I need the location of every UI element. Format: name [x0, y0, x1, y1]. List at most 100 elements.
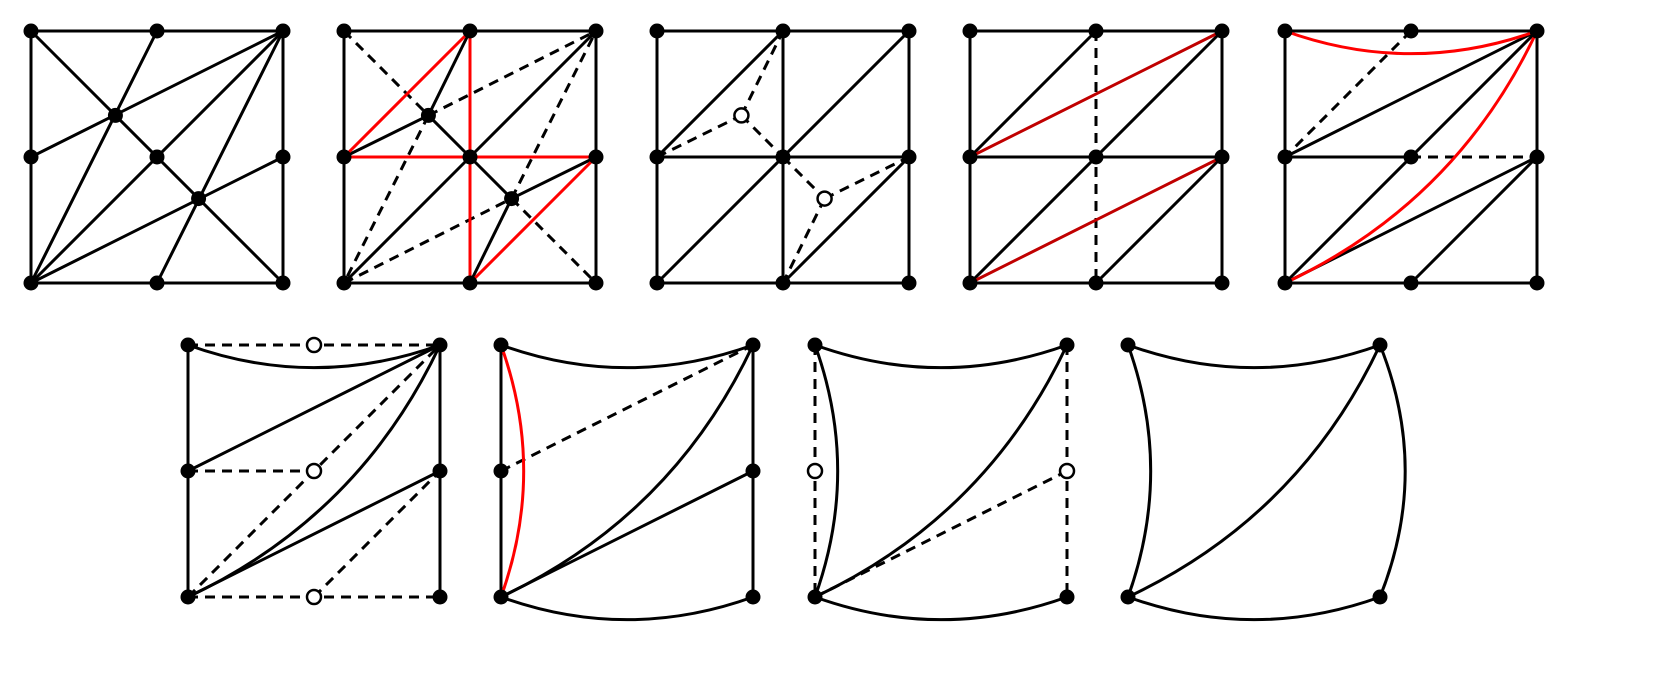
- vertex: [504, 191, 520, 207]
- panel-8: [806, 337, 1076, 622]
- vertex: [149, 23, 165, 39]
- vertex: [23, 23, 39, 39]
- removed-vertex: [1058, 462, 1076, 480]
- vertex: [1403, 149, 1419, 165]
- edge: [427, 114, 472, 159]
- edge: [500, 344, 755, 599]
- edge: [1284, 29, 1538, 159]
- dashed-edge: [510, 30, 598, 200]
- removed-vertex: [305, 336, 323, 354]
- edge: [1409, 155, 1539, 285]
- vertex: [1403, 275, 1419, 291]
- edge: [510, 155, 597, 200]
- edge: [1127, 343, 1381, 370]
- vertex: [462, 149, 478, 165]
- vertex: [649, 275, 665, 291]
- edge: [813, 344, 840, 598]
- vertex: [420, 107, 436, 123]
- highlighted-edge: [1284, 30, 1539, 285]
- removed-vertex: [305, 588, 323, 606]
- panel-5: [1277, 23, 1545, 291]
- edge: [342, 155, 472, 285]
- vertex: [149, 149, 165, 165]
- edge: [468, 197, 513, 284]
- removed-vertex: [305, 462, 323, 480]
- edge: [1127, 344, 1382, 599]
- vertex: [962, 275, 978, 291]
- vertex: [807, 589, 823, 605]
- dashed-edge: [781, 197, 826, 284]
- vertex: [1277, 23, 1293, 39]
- vertex: [901, 275, 917, 291]
- vertex: [775, 23, 791, 39]
- vertex: [336, 149, 352, 165]
- vertex: [1403, 23, 1419, 39]
- edge: [1127, 595, 1381, 622]
- edge: [187, 469, 441, 599]
- dashed-edge: [343, 197, 513, 285]
- vertex: [1372, 589, 1388, 605]
- dashed-edge: [781, 155, 826, 200]
- vertex: [336, 23, 352, 39]
- edge: [500, 595, 754, 622]
- panel-2: [336, 23, 604, 291]
- vertex: [23, 275, 39, 291]
- edge: [468, 155, 513, 200]
- vertex: [149, 275, 165, 291]
- edge: [968, 29, 1098, 159]
- dashed-edge: [500, 343, 754, 473]
- dashed-edge: [814, 469, 1068, 599]
- highlighted-edge: [969, 29, 1223, 159]
- edge: [500, 343, 754, 370]
- vertex: [1120, 589, 1136, 605]
- vertex: [1059, 589, 1075, 605]
- dashed-edge: [656, 114, 743, 159]
- vertex: [180, 463, 196, 479]
- vertex: [275, 275, 291, 291]
- vertex: [588, 149, 604, 165]
- edge: [187, 343, 441, 473]
- vertex: [807, 337, 823, 353]
- vertex: [493, 463, 509, 479]
- edge: [655, 29, 785, 159]
- vertex: [1277, 275, 1293, 291]
- edge: [468, 29, 598, 159]
- vertex: [1120, 337, 1136, 353]
- vertex: [1214, 275, 1230, 291]
- vertex: [1529, 149, 1545, 165]
- vertex: [745, 589, 761, 605]
- vertex: [107, 107, 123, 123]
- vertex: [191, 191, 207, 207]
- panel-3: [649, 23, 917, 291]
- vertex: [23, 149, 39, 165]
- removed-vertex: [733, 107, 750, 124]
- vertex: [493, 589, 509, 605]
- vertex: [336, 275, 352, 291]
- edge: [427, 30, 472, 117]
- vertex: [493, 337, 509, 353]
- vertex: [275, 149, 291, 165]
- removed-vertex: [806, 462, 824, 480]
- vertex: [1529, 23, 1545, 39]
- vertex: [775, 149, 791, 165]
- panel-9: [1120, 337, 1407, 622]
- highlighted-edge: [1284, 29, 1538, 56]
- highlighted-edge: [499, 344, 526, 598]
- vertex: [775, 275, 791, 291]
- vertex: [1088, 149, 1104, 165]
- edge: [1378, 344, 1407, 598]
- vertex: [962, 149, 978, 165]
- dashed-edge: [427, 29, 597, 117]
- vertex: [1088, 23, 1104, 39]
- edge: [814, 595, 1068, 622]
- dashed-edge: [312, 469, 442, 599]
- dashed-edge: [1283, 29, 1413, 159]
- edge: [781, 155, 911, 285]
- edge: [30, 29, 284, 159]
- edge: [814, 344, 1069, 599]
- vertex: [1372, 337, 1388, 353]
- edge: [30, 155, 284, 285]
- dashed-edge: [740, 114, 785, 159]
- dashed-edge: [342, 114, 430, 284]
